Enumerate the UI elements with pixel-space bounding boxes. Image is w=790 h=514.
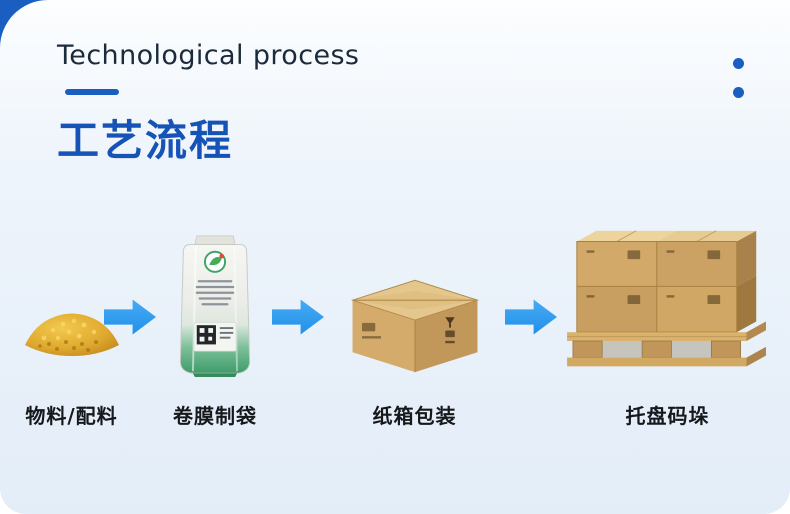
- page-title-zh: 工艺流程: [57, 116, 234, 165]
- process-step-carton-packing: 纸箱包装: [332, 230, 497, 429]
- step-label: 卷膜制袋: [173, 404, 257, 428]
- title-underline: [65, 89, 119, 95]
- step-label: 托盘码垛: [625, 404, 710, 428]
- raw-material-image: [24, 313, 119, 356]
- dot: [733, 87, 744, 98]
- process-step-palletizing: 托盘码垛: [560, 230, 775, 429]
- step-label: 物料/配料: [25, 404, 118, 428]
- pallet-stack-image: [567, 230, 766, 367]
- step-art: [155, 230, 275, 380]
- step-art: [560, 230, 775, 380]
- page-title-en: Technological process: [57, 40, 360, 71]
- dot: [733, 58, 744, 69]
- process-step-materials: 物料/配料: [4, 230, 139, 429]
- step-art: [332, 230, 497, 380]
- menu-dots-icon: [733, 58, 744, 98]
- step-label: 纸箱包装: [372, 404, 457, 428]
- step-art: [4, 230, 139, 380]
- header: Technological process 工艺流程: [57, 40, 359, 168]
- process-step-bag-making: 卷膜制袋: [155, 230, 275, 429]
- film-bag-image: [179, 235, 251, 378]
- carton-box-image: [350, 279, 479, 373]
